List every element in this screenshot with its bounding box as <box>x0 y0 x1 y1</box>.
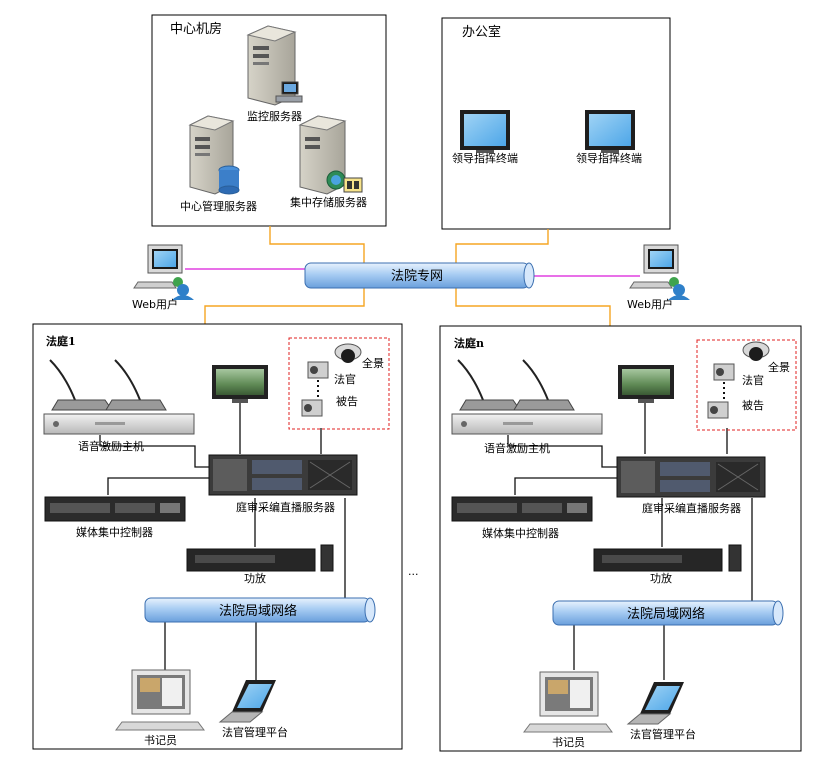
terminal-1-icon <box>460 110 510 153</box>
web-user-left-label: Web用户 <box>132 297 178 311</box>
court-n-judge-camera-icon <box>713 363 735 381</box>
court-n-defendant-camera-icon <box>707 401 729 419</box>
monitor-server-label: 监控服务器 <box>247 109 302 123</box>
court-1-judge-camera-icon <box>307 361 329 379</box>
storage-server-icon <box>298 115 363 195</box>
court-1-dome-camera-icon <box>334 343 362 363</box>
court-n-clerk-label: 书记员 <box>552 736 585 749</box>
terminal-2-label: 领导指挥终端 <box>576 151 642 165</box>
court-n-judge-platform-label: 法官管理平台 <box>630 727 696 741</box>
uplinks <box>185 226 640 326</box>
court-1-amplifier-label: 功放 <box>244 571 266 585</box>
office-room: 办公室 领导指挥终端 领导指挥终端 <box>441 17 671 230</box>
court-1-lan-label: 法院局域网络 <box>219 603 297 619</box>
court-n-camera-group: 全景 法官 被告 <box>696 339 797 431</box>
court-private-network-label: 法院专网 <box>391 269 443 284</box>
court-1-cam-panorama-label: 全景 <box>362 356 384 370</box>
court-n-media-controller-icon <box>451 496 593 522</box>
court-n-wires <box>507 402 753 680</box>
court-n-lan-label: 法院局域网络 <box>627 606 705 622</box>
court-1-cam-judge-label: 法官 <box>334 372 356 386</box>
monitor-server-icon <box>246 25 303 106</box>
court-n-broadcast-server-label: 庭审采编直播服务器 <box>642 501 741 515</box>
court-1-display-icon <box>212 365 268 403</box>
court-n-lan-pipe: 法院局域网络 <box>552 600 784 626</box>
court-n-amplifier-icon <box>593 544 742 572</box>
court-1-broadcast-server-icon <box>208 454 358 496</box>
court-n-cam-panorama-label: 全景 <box>768 360 790 374</box>
court-1-panel: 法庭1 语音激励主机 <box>32 323 403 750</box>
court-n-voice-host-label: 语音激励主机 <box>484 441 550 455</box>
center-room: 中心机房 监控服务器 中心管理服务器 <box>151 14 387 227</box>
court-n-cam-judge-label: 法官 <box>742 373 764 387</box>
court-n-title: 法庭n <box>454 336 484 350</box>
court-n-media-controller-label: 媒体集中控制器 <box>482 526 559 540</box>
court-n-clerk-pc-icon <box>523 671 613 733</box>
court-n-amplifier-label: 功放 <box>650 571 672 585</box>
court-1-lan-pipe: 法院局域网络 <box>144 597 376 623</box>
court-1-wires <box>99 402 346 680</box>
court-1-clerk-label: 书记员 <box>144 734 177 747</box>
court-1-title: 法庭1 <box>46 334 76 348</box>
court-1-broadcast-server-label: 庭审采编直播服务器 <box>236 500 335 514</box>
court-n-cam-defendant-label: 被告 <box>742 399 764 412</box>
court-1-media-controller-label: 媒体集中控制器 <box>76 525 153 539</box>
management-server-icon <box>188 115 240 195</box>
court-1-voice-host-icon <box>43 359 195 435</box>
storage-server-label: 集中存储服务器 <box>290 195 367 209</box>
court-1-clerk-pc-icon <box>115 669 205 731</box>
web-user-right-icon <box>629 244 690 300</box>
office-title: 办公室 <box>462 24 501 40</box>
courts-ellipsis: ... <box>408 565 419 578</box>
court-n-broadcast-server-icon <box>616 456 766 498</box>
court-1-defendant-camera-icon <box>301 399 323 417</box>
web-user-left-icon <box>133 244 194 300</box>
court-1-voice-host-label: 语音激励主机 <box>78 439 144 453</box>
terminal-2-icon <box>585 110 635 153</box>
court-1-camera-group: 全景 法官 被告 <box>288 337 390 430</box>
court-n-judge-laptop-icon <box>626 682 684 725</box>
management-server-label: 中心管理服务器 <box>180 199 257 213</box>
court-n-panel: 法庭n 语音激励主机 <box>439 325 802 752</box>
court-n-display-icon <box>618 365 674 403</box>
court-n-dome-camera-icon <box>742 341 770 361</box>
center-room-title: 中心机房 <box>170 21 222 37</box>
court-1-media-controller-icon <box>44 496 186 522</box>
court-1-amplifier-icon <box>186 544 334 572</box>
web-user-right-label: Web用户 <box>627 297 673 311</box>
court-1-cam-defendant-label: 被告 <box>336 395 358 408</box>
court-private-network-pipe: 法院专网 <box>304 262 535 289</box>
court-1-judge-platform-label: 法官管理平台 <box>222 725 288 739</box>
court-1-judge-laptop-icon <box>218 680 276 723</box>
court-n-voice-host-icon <box>451 359 603 435</box>
terminal-1-label: 领导指挥终端 <box>452 151 518 165</box>
